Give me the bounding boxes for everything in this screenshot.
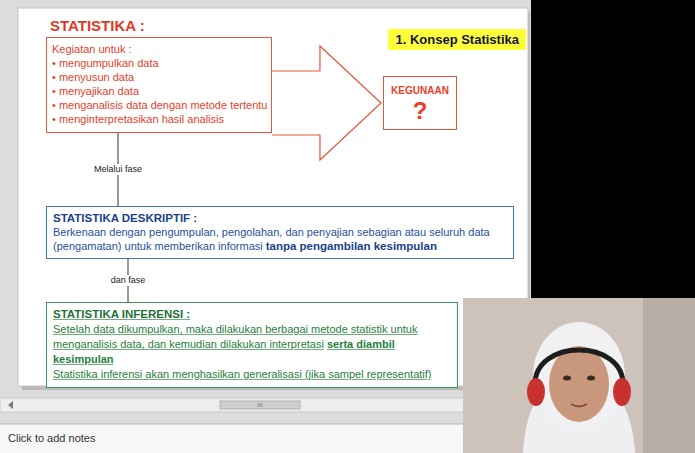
question-box: KEGUNAAN? [383,76,457,130]
headphone-cup [527,378,545,406]
black-panel [531,0,695,300]
scroll-arrow [8,401,13,409]
eye [587,376,595,381]
phase-label: dan fase [109,275,148,286]
notes-placeholder: Click to add notes [8,432,95,445]
block-arrow [272,46,381,160]
descriptive-box: STATISTIKA DESKRIPTIF :Berkenaan dengan … [46,206,514,259]
box-heading: STATISTIKA DESKRIPTIF : [53,211,507,225]
box-text: Kegiatan untuk : [52,42,265,56]
box-heading: STATISTIKA : [50,17,145,35]
activity-box: STATISTIKA :Kegiatan untuk :• mengumpulk… [46,37,272,133]
thumb-grip [258,403,259,407]
thumb-grip [262,403,263,407]
headphone-band [535,350,623,386]
phase-label: Melalui fase [92,164,144,175]
box-heading: KEGUNAAN [387,84,453,97]
box-text: tanpa pengambilan kesimpulan [266,240,437,252]
box-text: ? [387,97,453,125]
scroll-thumb [220,401,300,409]
webcam-shade [643,298,695,453]
webcam-image [463,298,695,453]
slide-title: 1. Konsep Statistika [388,29,526,50]
box-text: Statistika inferensi akan menghasilkan g… [53,367,451,382]
box-text: • menyusun data [52,70,265,84]
thumb-grip [260,403,261,407]
inference-box: STATISTIKA INFERENSI :Setelah data dikum… [46,302,458,388]
box-text: • menganalisis data dengan metode terten… [52,98,265,112]
mouth [571,404,587,407]
headphone-cup [613,378,631,406]
eye [563,376,571,381]
box-heading: STATISTIKA INFERENSI : [53,307,451,322]
webcam-wall [463,298,695,453]
hijab-head [533,322,625,430]
face [549,346,609,422]
box-text: • mengumpulkan data [52,56,265,70]
box-text: • menginterpretasikan hasil analisis [52,112,265,126]
box-text: • menyajikan data [52,84,265,98]
